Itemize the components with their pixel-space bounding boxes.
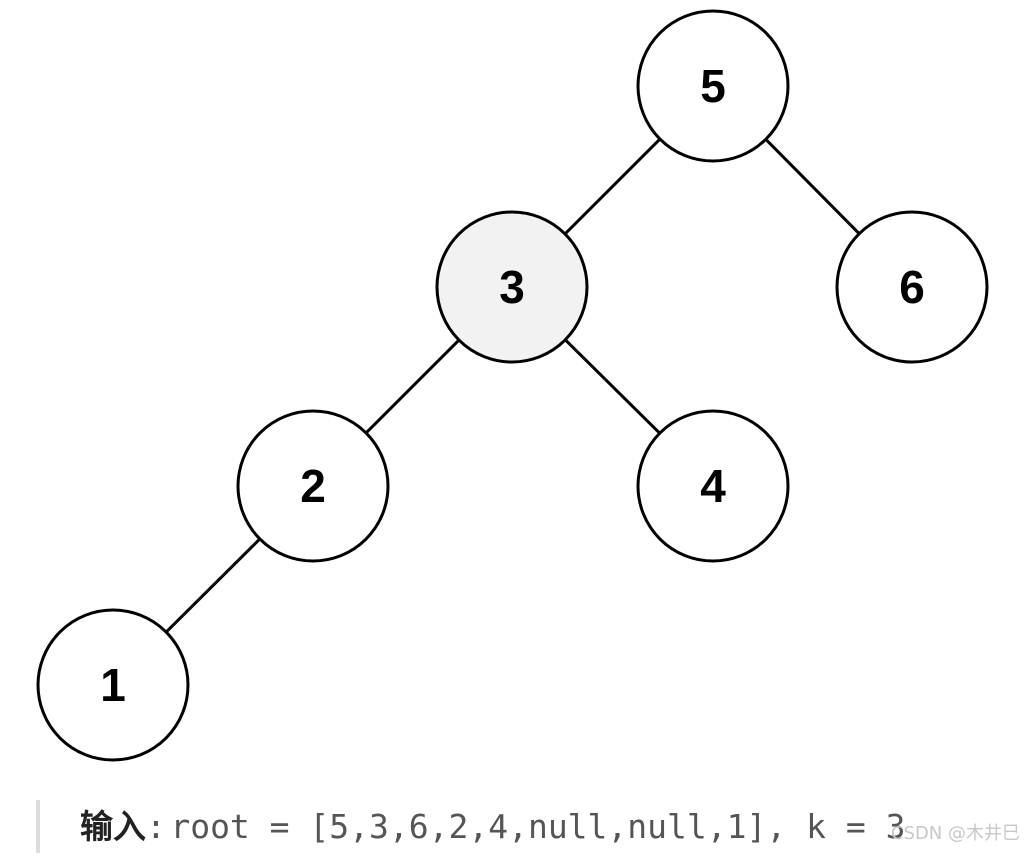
node-circle-highlighted [435,210,589,364]
edge-5-3 [563,137,662,236]
tree-node-6: 6 [835,210,989,364]
edge-3-2 [364,338,461,435]
input-label: 输入 [80,807,146,846]
tree-edges [165,137,861,634]
node-circle [236,409,390,563]
node-label: 1 [100,659,126,711]
tree-node-5: 5 [636,9,790,163]
edge-5-6 [764,138,861,235]
tree-node-1: 1 [36,608,190,762]
node-label: 4 [700,460,726,512]
example-input: 输入: root = [5,3,6,2,4,null,null,1], k = … [36,800,905,853]
binary-tree-diagram: 5 3 6 2 4 1 [36,9,989,762]
node-circle [636,9,790,163]
node-label: 2 [300,460,326,512]
csdn-watermark: CSDN @木井巳 [890,823,1020,844]
node-circle [835,210,989,364]
tree-nodes: 5 3 6 2 4 1 [36,9,989,762]
edge-3-4 [564,338,661,435]
tree-node-2: 2 [236,409,390,563]
node-circle [636,409,790,563]
input-separator: : [146,807,166,846]
node-circle [36,608,190,762]
tree-node-3: 3 [435,210,589,364]
node-label: 6 [899,261,925,313]
node-label: 5 [700,60,726,112]
edge-2-1 [165,537,261,634]
node-label: 3 [499,261,525,313]
tree-node-4: 4 [636,409,790,563]
input-code: root = [5,3,6,2,4,null,null,1], k = 3 [170,807,906,846]
